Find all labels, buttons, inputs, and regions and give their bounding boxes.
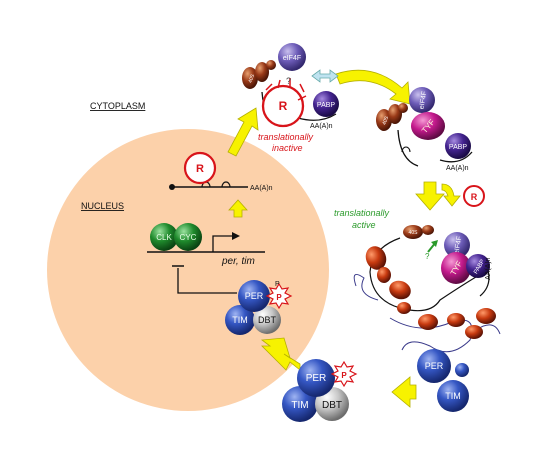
poly-a-label-active: AA(A)n — [485, 257, 492, 280]
repressor-protein-nucleus: R — [183, 151, 217, 185]
eif4f-label-top: eIF4F — [283, 55, 301, 62]
tim-label-bottom: TIM — [291, 400, 308, 411]
inactive-label-line1: translationally — [258, 132, 314, 142]
cytoplasm-label: CYTOPLASM — [90, 101, 145, 111]
left-arrow-bottom — [391, 376, 417, 408]
poly-a-label-top: AA(A)n — [310, 123, 333, 130]
eif4f-label-active: eIF4F — [453, 236, 463, 255]
per-label: PER — [245, 291, 264, 301]
per-label-bottom: PER — [306, 373, 327, 384]
active-polysome: translationally active 40S ? eIF4F TYF P… — [334, 208, 501, 353]
repressor-label-top: R — [279, 99, 288, 113]
inactive-label-line2: inactive — [272, 143, 303, 153]
clk-cyc-complex: CLK CYC — [150, 223, 202, 251]
phospho-label: P — [276, 293, 282, 302]
subunit-40s-label-top: 40S — [248, 73, 257, 84]
tyf-complex: 40S eIF4F TYF PABP AA(A)n — [376, 87, 473, 172]
per-tim-dbt-nuclear: TIM DBT PER P P — [225, 280, 293, 335]
svg-text:R: R — [471, 192, 478, 202]
top-transition-arrow — [335, 69, 411, 105]
nucleus-compartment — [47, 129, 329, 411]
poly-a-label-right: AA(A)n — [446, 165, 469, 172]
question-mark-top: ? — [286, 76, 291, 86]
gene-names-label: per, tim — [221, 256, 255, 267]
repressor-release-arrow — [441, 183, 461, 207]
svg-text:R: R — [196, 163, 204, 175]
pabp-label-right: PABP — [449, 144, 467, 151]
per-tim-dbt-cytoplasmic: TIM DBT PER P — [282, 359, 358, 422]
eif4f-label-right: eIF4F — [418, 91, 428, 110]
nuclear-import-arrow — [260, 337, 301, 371]
phospho-label-bottom: P — [341, 371, 347, 380]
nuclear-mrna: AA(A)n — [169, 181, 273, 192]
clk-label: CLK — [156, 233, 172, 242]
nucleus-export-arrow — [227, 107, 259, 157]
per-tim-cytoplasmic: PER TIM — [417, 349, 469, 412]
question-mark-active: ? — [425, 252, 430, 261]
active-label-line1: translationally — [334, 208, 390, 218]
poly-a-tail-label: AA(A)n — [250, 185, 273, 192]
subunit-40s-label-active: 40S — [409, 230, 419, 236]
dbt-label-bottom: DBT — [322, 400, 342, 411]
released-repressor: R — [463, 185, 485, 207]
down-arrow-right — [415, 181, 445, 211]
pabp-label-top: PABP — [317, 102, 335, 109]
per-label-free: PER — [425, 361, 444, 371]
subunit-40s-label-right: 40S — [382, 115, 391, 126]
cyc-label: CYC — [180, 233, 197, 242]
tim-label-free: TIM — [445, 391, 461, 401]
tim-label: TIM — [232, 315, 248, 325]
active-label-line2: active — [352, 220, 376, 230]
gene-promoter: per, tim — [147, 232, 265, 267]
phospho-label-2: P — [275, 281, 280, 288]
inactive-translation-complex: R 40S eIF4F ? PABP AA(A)n translationall… — [242, 43, 339, 153]
nucleus-label: NUCLEUS — [81, 201, 124, 211]
dbt-label: DBT — [258, 315, 277, 325]
repression-arrow — [172, 265, 237, 294]
small-up-arrow — [228, 199, 248, 218]
